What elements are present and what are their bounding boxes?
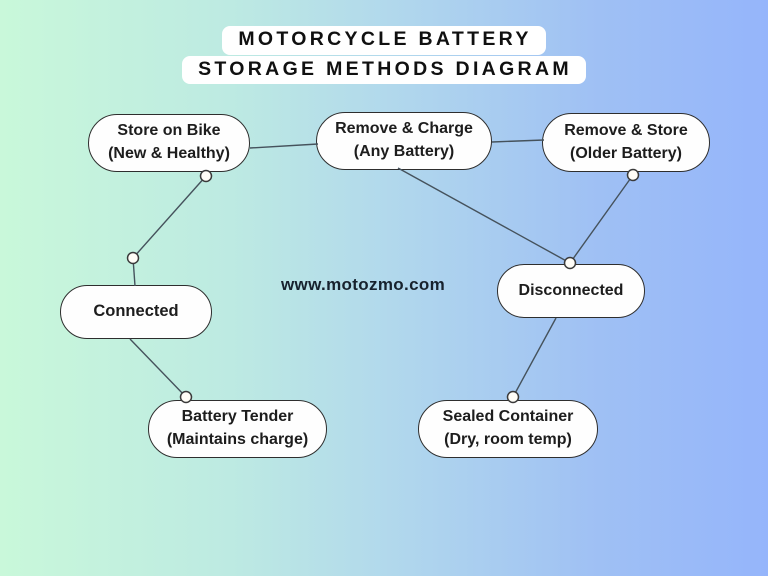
connector-dot: [199, 169, 213, 183]
node-label-line: Battery Tender: [181, 408, 294, 426]
edge-connected-to-tender: [129, 338, 187, 398]
title-line-2: STORAGE METHODS DIAGRAM: [182, 55, 586, 84]
edge-charge-to-remstore: [491, 139, 545, 143]
node-label-line: Remove & Charge: [335, 120, 473, 138]
diagram-title: MOTORCYCLE BATTERY STORAGE METHODS DIAGR…: [0, 26, 768, 85]
node-remove-and-charge: Remove & Charge (Any Battery): [316, 112, 492, 170]
node-label-line: Remove & Store: [564, 121, 688, 139]
connector-dot: [126, 251, 140, 265]
node-label-line: (Any Battery): [353, 143, 455, 160]
node-connected: Connected: [60, 285, 212, 339]
edge-charge-to-disconn: [397, 167, 571, 264]
node-battery-tender: Battery Tender (Maintains charge): [148, 400, 327, 458]
node-label-line: Sealed Container: [442, 408, 574, 426]
edge-remstore-to-disconn: [569, 174, 634, 264]
edge-disconn-to-sealed: [512, 317, 557, 398]
node-label-line: (Maintains charge): [166, 431, 309, 448]
node-remove-and-store: Remove & Store (Older Battery): [542, 113, 710, 172]
node-label-line: (New & Healthy): [108, 145, 230, 162]
title-line-1: MOTORCYCLE BATTERY: [222, 26, 546, 55]
website-watermark: www.motozmo.com: [280, 275, 446, 294]
node-label-line: Store on Bike: [117, 122, 221, 140]
node-label-line: (Older Battery): [569, 144, 683, 162]
node-disconnected: Disconnected: [497, 264, 645, 318]
node-sealed-container: Sealed Container (Dry, room temp): [418, 400, 598, 458]
node-store-on-bike: Store on Bike (New & Healthy): [88, 114, 250, 172]
node-label-line: (Dry, room temp): [444, 431, 572, 448]
edge-store-to-bend: [132, 175, 207, 259]
node-label-line: Connected: [93, 302, 179, 321]
edge-bend-to-connected: [132, 257, 136, 287]
edge-store-to-charge: [249, 143, 319, 149]
node-label-line: Disconnected: [518, 281, 624, 299]
